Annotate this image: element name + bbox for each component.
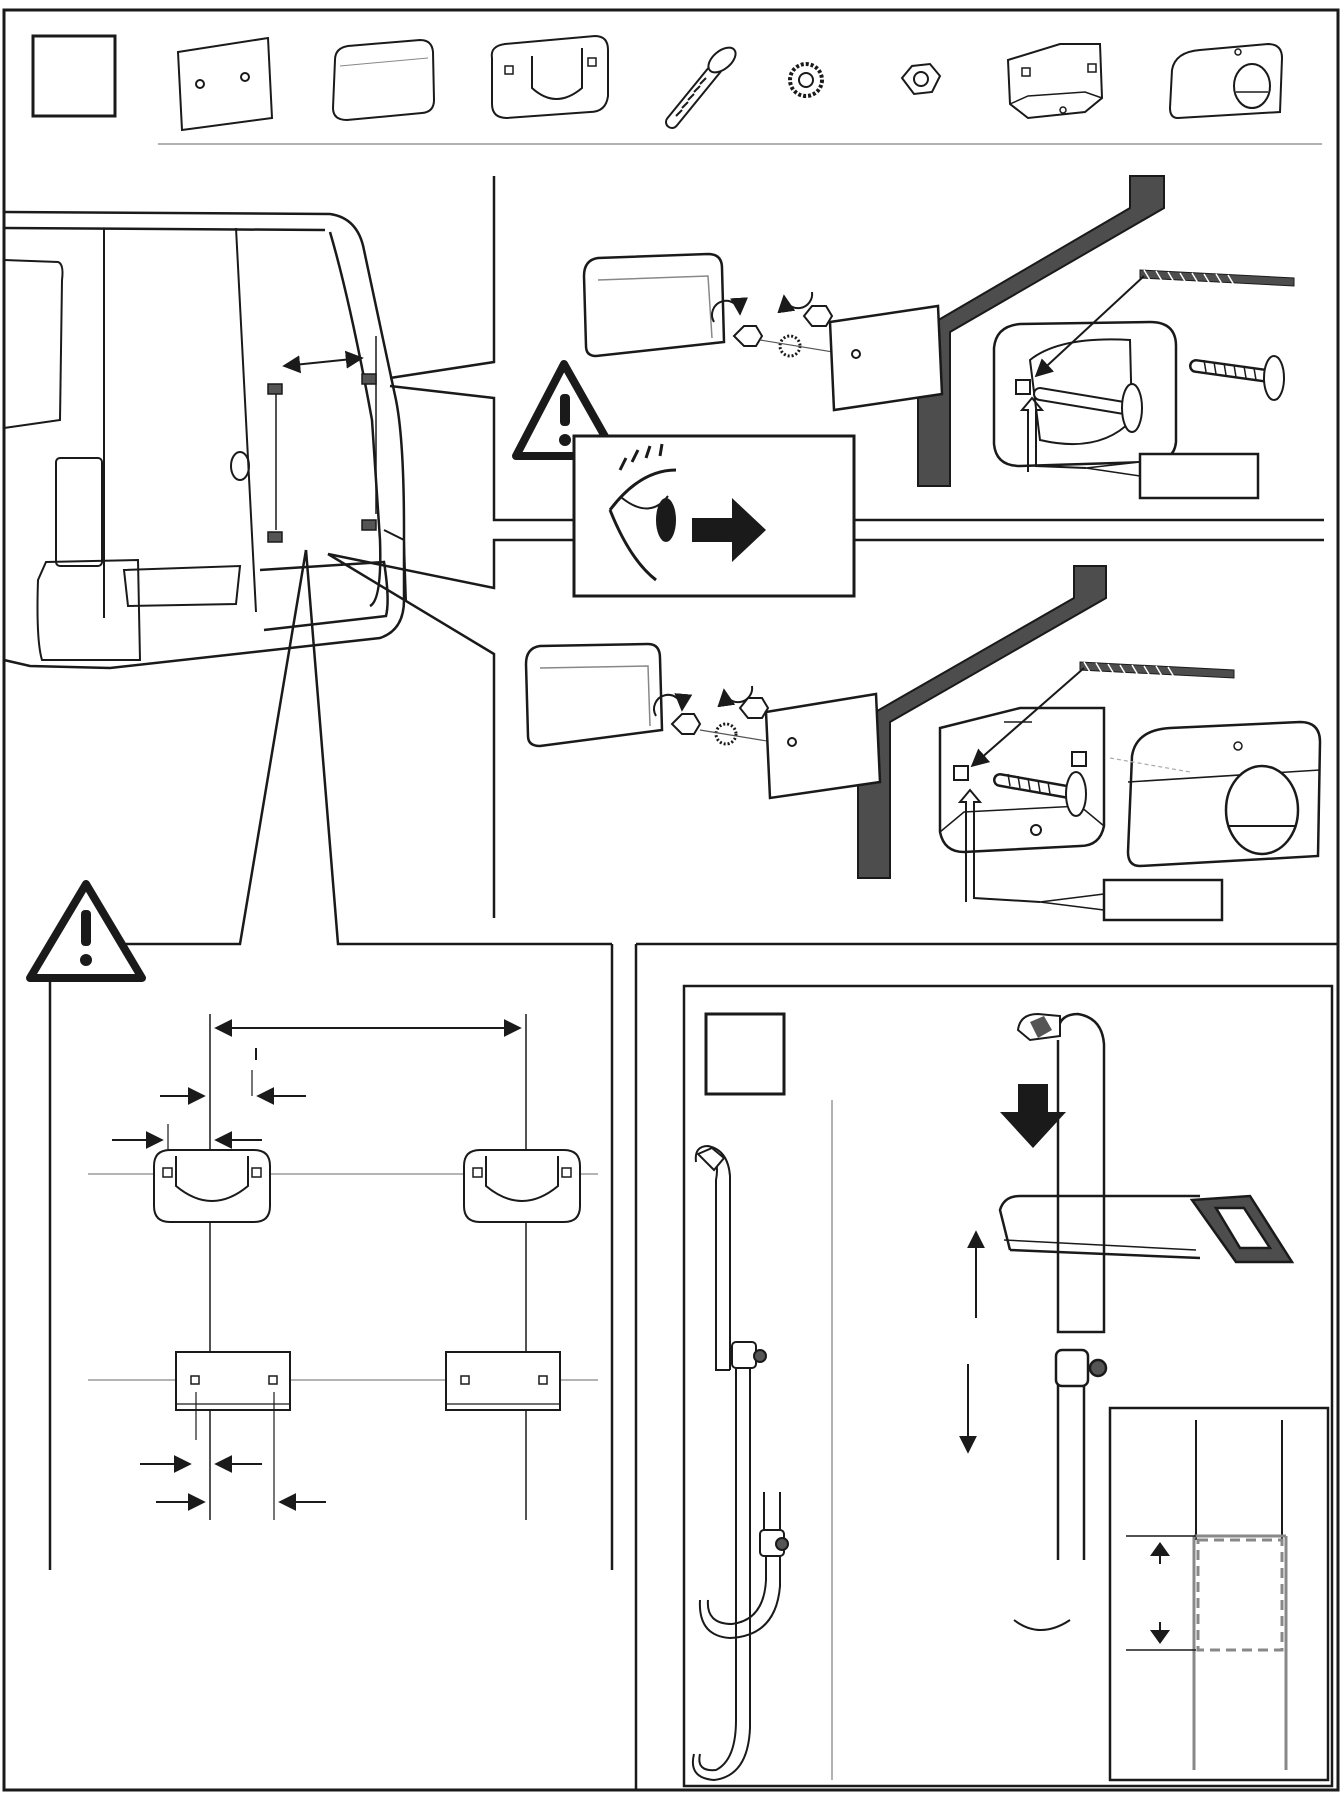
warning-eye-group [512, 360, 856, 598]
lower-pipe [1013, 1348, 1108, 1631]
part-saddle-clamp [490, 34, 609, 120]
spacing-arrow [282, 350, 364, 374]
part-mounting-plate [176, 36, 274, 132]
middle-detail-panel [524, 565, 1322, 922]
eye-icon [608, 443, 677, 582]
part-cover-cap [331, 38, 436, 122]
step-number-box-2 [704, 1012, 786, 1096]
pipe-being-cut [1016, 1012, 1106, 1334]
cover-cap-top [582, 252, 726, 358]
mounting-plate-right [445, 1351, 561, 1411]
hacksaw-icon [998, 1194, 1295, 1264]
step-number-box-1 [31, 34, 117, 118]
parts-row [31, 34, 1322, 145]
mounting-plate-top [828, 304, 944, 412]
saddle-clamp-right [463, 1149, 581, 1223]
bracket-spacing-panel [26, 880, 614, 1570]
pipe-assembly-overview [692, 1144, 789, 1782]
part-hex-nut [900, 62, 942, 96]
callout-label-box-middle [1102, 878, 1224, 922]
down-arrow-icon [1000, 1084, 1066, 1148]
callout-label-box-top [1138, 452, 1260, 500]
top-detail-panel [582, 175, 1295, 500]
saddle-clamp-left [153, 1149, 271, 1223]
door-profile-top [917, 175, 1165, 487]
right-arrow-icon [692, 498, 766, 562]
pipe-panel-frame [682, 984, 1334, 1788]
mounting-plate-left [175, 1351, 291, 1411]
mounting-plate-middle [764, 692, 882, 800]
van-rear-view [3, 210, 407, 670]
door-profile-middle [857, 565, 1107, 879]
part-angle-bracket [1006, 43, 1104, 120]
part-carriage-bolt [665, 46, 737, 129]
drill-bit-middle [1079, 661, 1235, 679]
outer-frame [2, 8, 1340, 1792]
hex-nut-top [732, 325, 764, 347]
eye-instruction-box [572, 434, 856, 598]
cover-cap-middle [524, 642, 664, 748]
drill-bit-top [1139, 269, 1295, 287]
pipe-cutting-panel [682, 984, 1334, 1788]
part-lock-washer [788, 62, 824, 98]
cut-length-detail [1108, 1406, 1330, 1782]
part-bracket-cover [1168, 42, 1284, 120]
